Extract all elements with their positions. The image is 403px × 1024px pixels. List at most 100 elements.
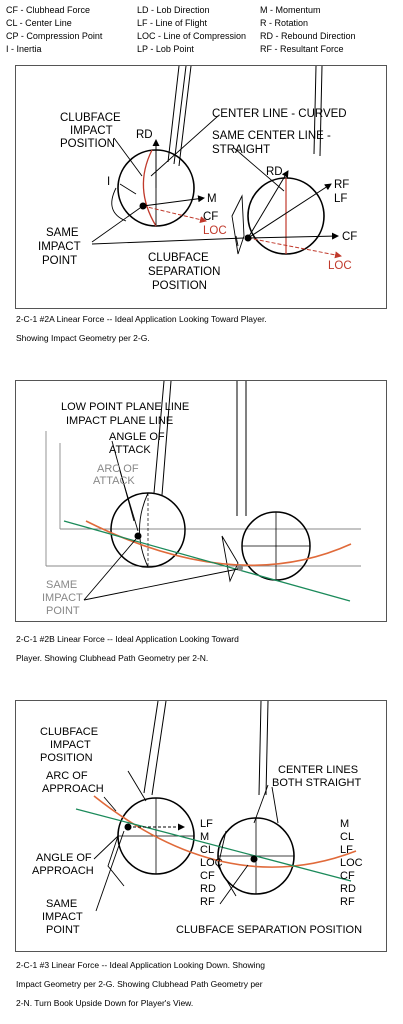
rf-arrow — [247, 183, 332, 239]
caption-3: 2-C-1 #3 Linear Force -- Ideal Applicati… — [16, 956, 265, 1013]
caption-2b: 2-C-1 #2B Linear Force -- Ideal Applicat… — [16, 630, 239, 668]
clubface-left — [107, 835, 125, 887]
loc-arrow-right — [247, 237, 342, 259]
label-impact-plane: IMPACT PLANE LINE — [66, 415, 173, 427]
diagram-panel-2b: LOW POINT PLANE LINE IMPACT PLANE LINE A… — [15, 380, 387, 622]
impact-geometry-diagram: CLUBFACE IMPACT POSITION CENTER LINE - C… — [38, 66, 357, 292]
looking-down-diagram: CLUBFACE IMPACT POSITION ARC OF APPROACH… — [32, 701, 363, 936]
label-same-impact: POINT — [46, 924, 80, 936]
caption-line: 2-C-1 #2A Linear Force -- Ideal Applicat… — [16, 314, 267, 324]
label-stack-mid: CL — [200, 844, 214, 856]
label-stack-mid: M — [200, 831, 209, 843]
leader-lines — [83, 440, 239, 601]
abbreviation-legend: CF - Clubhead Force CL - Center Line CP … — [6, 4, 401, 56]
club-shafts — [153, 381, 247, 516]
caption-2a: 2-C-1 #2A Linear Force -- Ideal Applicat… — [16, 310, 267, 348]
leader-lines — [93, 770, 279, 912]
legend-entry: R - Rotation — [260, 18, 309, 28]
caption-line: 2-N. Turn Book Upside Down for Player's … — [16, 998, 194, 1008]
impact-point-left — [139, 202, 147, 210]
caption-line: 2-C-1 #2B Linear Force -- Ideal Applicat… — [16, 634, 239, 644]
label-arc-of-attack: ARC OF — [97, 463, 139, 475]
label-same-impact: IMPACT — [42, 911, 83, 923]
loc-arrow-left — [142, 205, 207, 224]
label-same-impact: SAME — [46, 898, 77, 910]
ball-seam — [139, 492, 149, 568]
diagram-panel-3: CLUBFACE IMPACT POSITION ARC OF APPROACH… — [15, 700, 387, 952]
center-line-curved — [142, 149, 157, 227]
impact-point-left — [124, 823, 132, 831]
legend-entry: CP - Compression Point — [6, 31, 103, 41]
label-arc-of-attack: ATTACK — [93, 475, 135, 487]
label-same-impact: POINT — [42, 255, 77, 267]
label-stack-mid: LF — [200, 818, 213, 830]
label-same-center-line: STRAIGHT — [212, 144, 270, 156]
legend-entry: RD - Rebound Direction — [260, 31, 356, 41]
label-rd-left: RD — [136, 129, 153, 141]
m-arrow — [142, 195, 205, 207]
label-m: M — [207, 193, 217, 205]
leader-lines — [91, 115, 285, 247]
inertia-arc — [111, 187, 127, 222]
label-loc-right: LOC — [328, 260, 352, 272]
diagram-panel-2a: CLUBFACE IMPACT POSITION CENTER LINE - C… — [15, 65, 387, 309]
label-stack-mid: CF — [200, 870, 215, 882]
caption-line: Player. Showing Clubhead Path Geometry p… — [16, 653, 209, 663]
label-lf: LF — [334, 193, 347, 205]
label-cf-right: CF — [342, 231, 357, 243]
caption-line: Impact Geometry per 2-G. Showing Clubhea… — [16, 979, 263, 989]
legend-column-2: LD - Lob Direction LF - Line of Flight L… — [137, 4, 246, 56]
label-arc-of-approach: APPROACH — [42, 783, 104, 795]
label-stack-right: LOC — [340, 857, 363, 869]
label-same-impact: POINT — [46, 605, 80, 617]
legend-entry: I - Inertia — [6, 44, 42, 54]
label-stack-mid: RD — [200, 883, 216, 895]
label-stack-right: RD — [340, 883, 356, 895]
impact-point-right — [244, 234, 252, 242]
caption-line: Showing Impact Geometry per 2-G. — [16, 333, 150, 343]
club-shafts — [143, 701, 269, 796]
path-geometry-diagram: LOW POINT PLANE LINE IMPACT PLANE LINE A… — [42, 381, 361, 617]
label-center-lines: BOTH STRAIGHT — [272, 777, 362, 789]
legend-entry: LOC - Line of Compression — [137, 31, 247, 41]
legend-entry: CF - Clubhead Force — [6, 5, 91, 15]
legend-column-3: M - Momentum R - Rotation RD - Rebound D… — [260, 4, 356, 56]
label-same-impact: SAME — [46, 579, 77, 591]
clubface — [221, 535, 239, 583]
label-clubface-impact: POSITION — [40, 752, 93, 764]
impact-point — [134, 532, 142, 540]
label-loc-left: LOC — [203, 225, 227, 237]
label-inertia: I — [107, 176, 110, 188]
label-stack-right: M — [340, 818, 349, 830]
angle-of-approach-line — [75, 808, 352, 882]
legend-entry: M - Momentum — [260, 5, 321, 15]
clubface-separation — [231, 194, 245, 255]
label-stack-right: LF — [340, 844, 353, 856]
label-angle-of-approach: ANGLE OF — [36, 852, 92, 864]
inertia-line — [119, 183, 137, 195]
label-angle-of-attack: ATTACK — [109, 444, 151, 456]
label-rd-right: RD — [266, 166, 283, 178]
legend-entry: LP - Lob Point — [137, 44, 194, 54]
label-clubface-impact: CLUBFACE — [40, 726, 98, 738]
legend-entry: LD - Lob Direction — [137, 5, 210, 15]
label-stack-mid: RF — [200, 896, 215, 908]
label-same-center-line: SAME CENTER LINE - — [212, 130, 331, 142]
label-separation: POSITION — [152, 280, 207, 292]
label-clubface-impact: POSITION — [60, 138, 115, 150]
label-same-impact: IMPACT — [42, 592, 83, 604]
legend-entry: LF - Line of Flight — [137, 18, 208, 28]
label-stack-right: RF — [340, 896, 355, 908]
legend-column-1: CF - Clubhead Force CL - Center Line CP … — [6, 4, 102, 56]
label-separation: SEPARATION — [148, 266, 220, 278]
caption-line: 2-C-1 #3 Linear Force -- Ideal Applicati… — [16, 960, 265, 970]
label-stack-right: CF — [340, 870, 355, 882]
label-low-point-plane: LOW POINT PLANE LINE — [61, 401, 189, 413]
label-separation: CLUBFACE — [148, 252, 209, 264]
impact-point-right — [250, 855, 258, 863]
rd-arrow-right — [247, 170, 289, 239]
label-clubface-separation: CLUBFACE SEPARATION POSITION — [176, 924, 362, 936]
impact-point-right — [237, 565, 243, 571]
label-arc-of-approach: ARC OF — [46, 770, 88, 782]
label-center-lines: CENTER LINES — [278, 764, 358, 776]
